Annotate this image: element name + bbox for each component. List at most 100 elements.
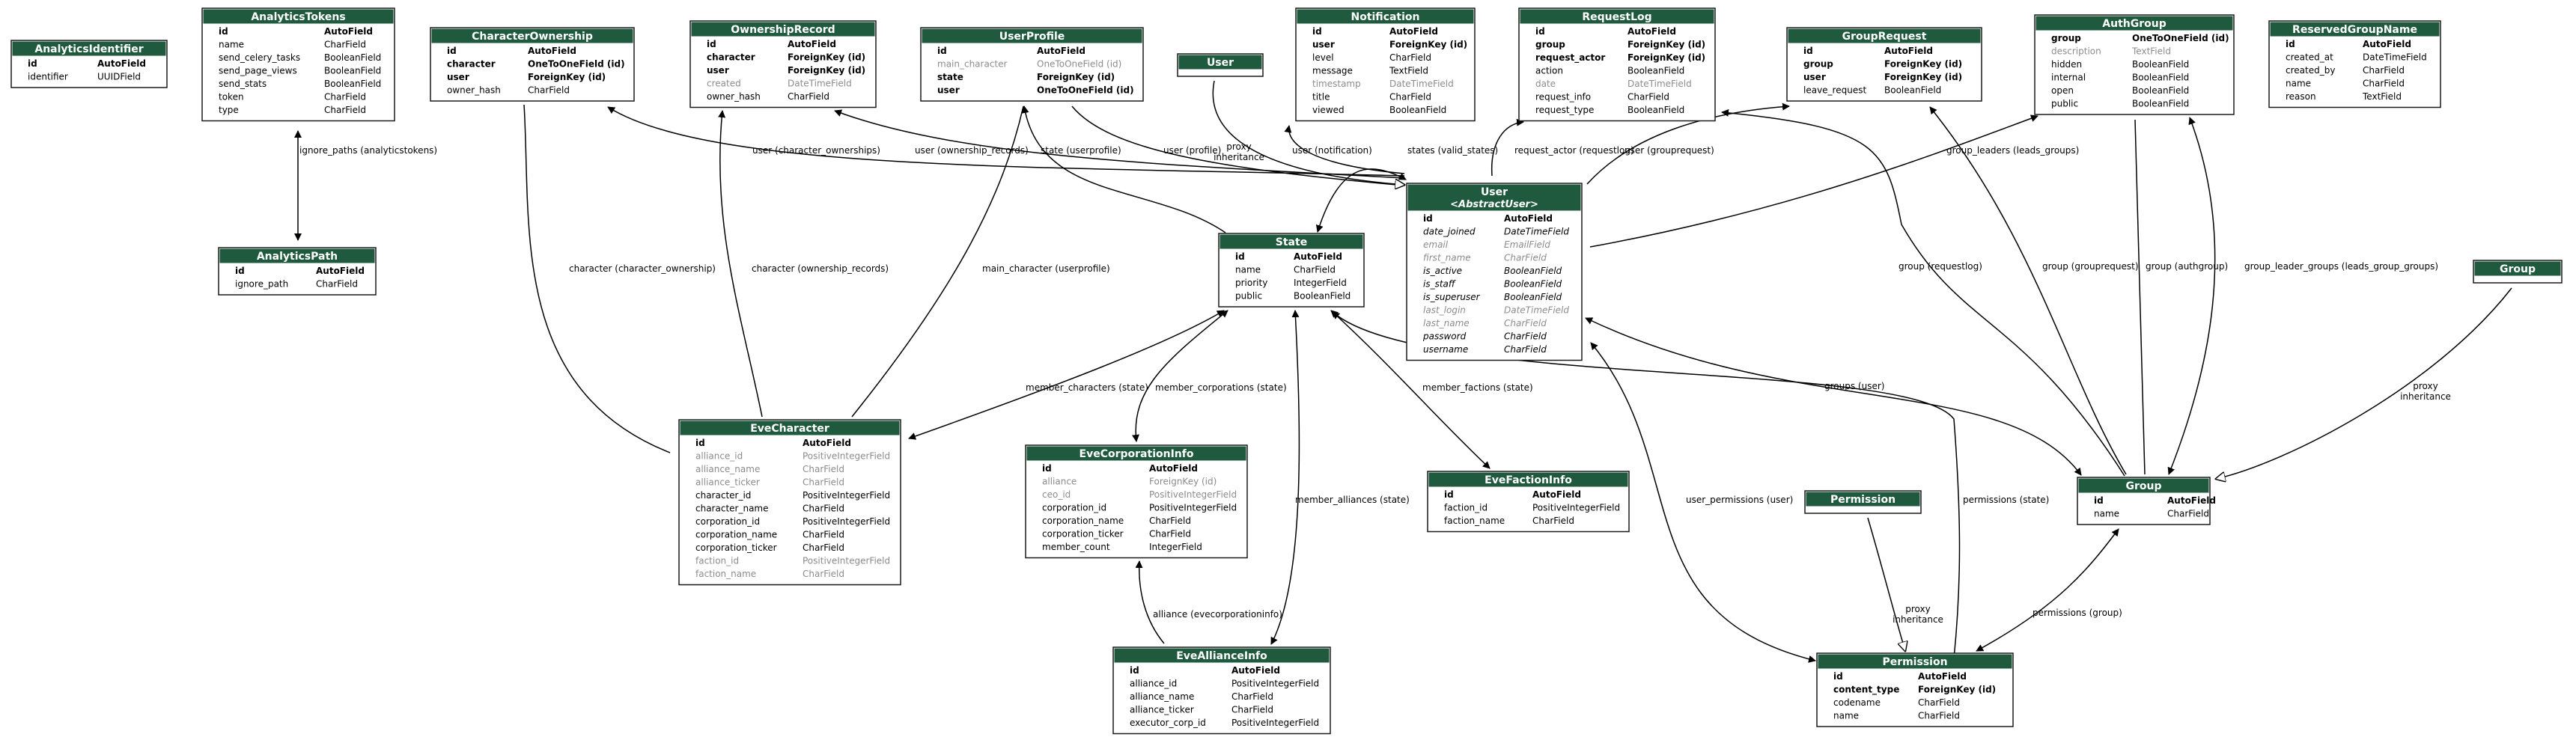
field-name: codename bbox=[1833, 697, 1881, 708]
edge-label: user (grouprequest) bbox=[1625, 145, 1714, 156]
table-title: AnalyticsIdentifier bbox=[34, 43, 143, 55]
table-title: Group bbox=[2500, 263, 2536, 275]
edge-line bbox=[1315, 168, 1407, 233]
field-name: user bbox=[937, 85, 960, 96]
field-type: TextField bbox=[2131, 46, 2171, 57]
field-name: description bbox=[2051, 46, 2101, 57]
field-name: corporation_name bbox=[695, 530, 777, 540]
field-type: AutoField bbox=[97, 58, 146, 69]
table-title: EveAllianceInfo bbox=[1176, 650, 1267, 662]
field-type: CharField bbox=[1149, 529, 1191, 539]
field-type: CharField bbox=[803, 569, 844, 579]
edge-label: group (grouprequest) bbox=[2042, 261, 2139, 272]
edge-e2: user (character_ownerships) bbox=[607, 106, 1405, 177]
field-type: IntegerField bbox=[1294, 278, 1347, 288]
table-header bbox=[2035, 16, 2233, 31]
table-title: Group bbox=[2125, 480, 2161, 492]
field-type: OneToOneField (id) bbox=[2132, 33, 2229, 43]
edge-line bbox=[1585, 317, 2082, 476]
table-header bbox=[1114, 648, 1330, 663]
table-title: User bbox=[1481, 186, 1508, 198]
edge-label: permissions (state) bbox=[1963, 495, 2049, 505]
field-name: name bbox=[2286, 79, 2311, 89]
field-type: AutoField bbox=[1037, 46, 1085, 56]
field-type: BooleanField bbox=[324, 66, 381, 76]
field-type: CharField bbox=[324, 105, 366, 115]
field-name: internal bbox=[2051, 73, 2086, 83]
table-title: AnalyticsPath bbox=[257, 251, 338, 263]
field-type: PositiveIntegerField bbox=[1149, 489, 1237, 500]
field-type: ForeignKey (id) bbox=[1149, 477, 1217, 487]
edge-line bbox=[718, 110, 763, 418]
field-type: PositiveIntegerField bbox=[803, 490, 890, 501]
field-type: ForeignKey (id) bbox=[1389, 40, 1467, 50]
field-type: AutoField bbox=[1884, 46, 1933, 56]
edge-line bbox=[607, 106, 1405, 177]
field-name: type bbox=[219, 105, 239, 115]
field-type: BooleanField bbox=[1627, 105, 1684, 115]
field-name: is_active bbox=[1423, 266, 1462, 276]
edge-label: proxy bbox=[2413, 381, 2438, 391]
field-name: is_staff bbox=[1423, 279, 1456, 290]
edge-line bbox=[523, 104, 671, 453]
edge-e29: permissions (group) bbox=[1976, 528, 2122, 652]
field-name: date_joined bbox=[1423, 227, 1476, 237]
field-name: character bbox=[447, 59, 496, 70]
table-title: UserProfile bbox=[999, 31, 1065, 43]
field-name: id bbox=[1042, 463, 1052, 474]
field-name: reason bbox=[2286, 91, 2316, 102]
field-type: OneToOneField (id) bbox=[528, 59, 625, 70]
field-type: AutoField bbox=[1294, 251, 1342, 262]
field-name: action bbox=[1535, 66, 1563, 76]
field-type: PositiveIntegerField bbox=[1149, 503, 1237, 513]
field-name: id bbox=[1235, 251, 1245, 262]
edge-label: user (notification) bbox=[1292, 145, 1372, 156]
table-header bbox=[1818, 654, 2012, 669]
field-type: CharField bbox=[1504, 253, 1547, 263]
table-header bbox=[431, 28, 633, 43]
edge-line bbox=[1590, 342, 1816, 663]
field-type: TextField bbox=[1389, 66, 1428, 76]
field-name: name bbox=[1833, 711, 1859, 721]
field-name: request_info bbox=[1535, 92, 1591, 103]
field-type: DateTimeField bbox=[788, 79, 852, 89]
field-name: alliance_name bbox=[1130, 691, 1194, 702]
field-name: executor_corp_id bbox=[1130, 718, 1206, 728]
field-name: created_at bbox=[2286, 52, 2333, 63]
field-type: CharField bbox=[2363, 79, 2405, 89]
edge-line bbox=[1135, 560, 1165, 644]
edge-label: group (requestlog) bbox=[1898, 261, 1982, 272]
field-type: CharField bbox=[316, 279, 358, 290]
field-type: AutoField bbox=[2167, 495, 2216, 506]
edge-label: state (userprofile) bbox=[1041, 145, 1121, 156]
table-header bbox=[1178, 55, 1262, 70]
field-type: CharField bbox=[1389, 52, 1431, 63]
edge-label: states (valid_states) bbox=[1407, 145, 1498, 156]
edge-label: user (character_ownerships) bbox=[752, 145, 880, 156]
field-name: email bbox=[1423, 239, 1449, 250]
field-type: ForeignKey (id) bbox=[1627, 52, 1705, 63]
field-name: id bbox=[1312, 26, 1322, 37]
edge-e4: state (userprofile) bbox=[1021, 106, 1226, 233]
edge-label: character (ownership_records) bbox=[752, 263, 889, 274]
field-type: CharField bbox=[2167, 509, 2209, 519]
field-type: ForeignKey (id) bbox=[788, 65, 865, 76]
field-type: AutoField bbox=[324, 26, 373, 37]
field-type: CharField bbox=[803, 542, 844, 553]
field-type: ForeignKey (id) bbox=[1037, 72, 1115, 82]
edge-line bbox=[1867, 517, 1905, 651]
field-type: AutoField bbox=[1504, 213, 1553, 224]
edge-line bbox=[1270, 310, 1300, 645]
field-name: id bbox=[28, 58, 37, 69]
field-type: ForeignKey (id) bbox=[1884, 72, 1962, 82]
field-type: BooleanField bbox=[2132, 85, 2189, 96]
edge-label: group (authgroup) bbox=[2146, 261, 2228, 272]
field-name: state bbox=[937, 72, 963, 82]
field-name: id bbox=[1833, 671, 1843, 682]
field-type: CharField bbox=[528, 85, 570, 96]
edge-line bbox=[1929, 106, 2127, 475]
